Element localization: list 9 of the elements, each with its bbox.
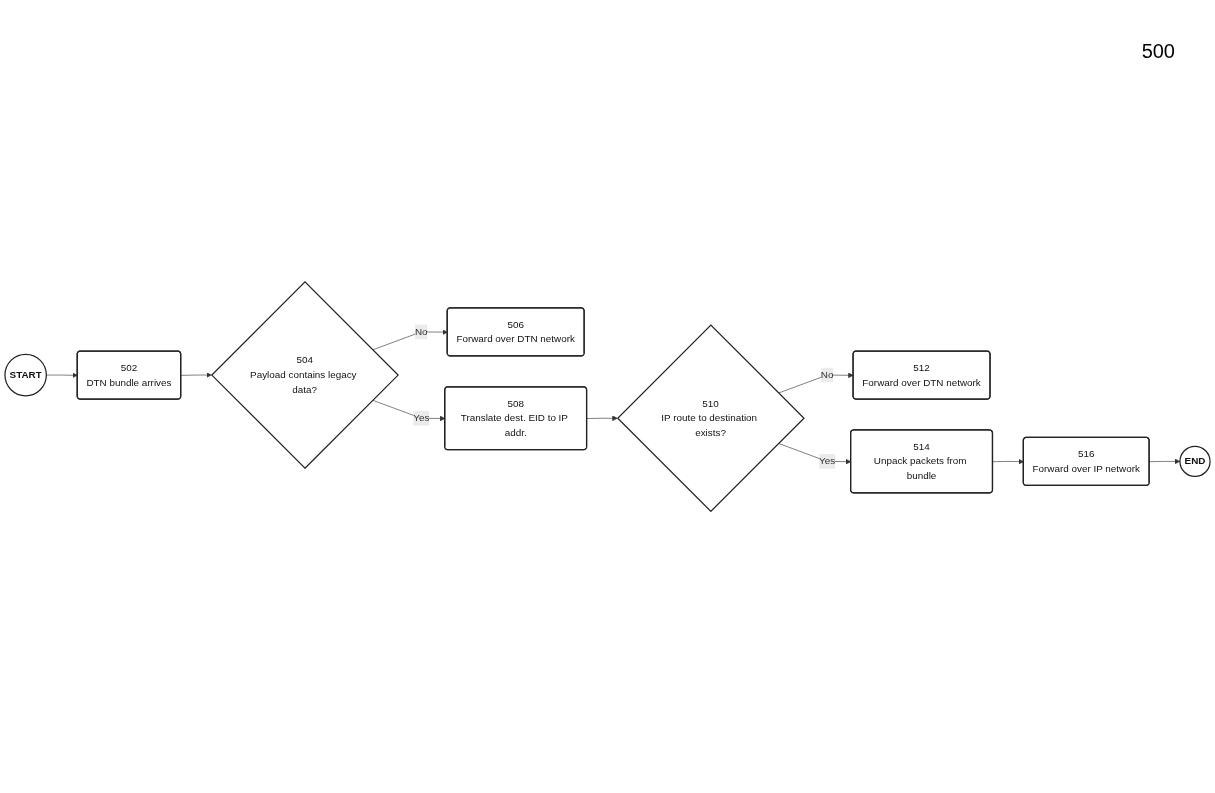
- edge-label: No: [820, 369, 834, 380]
- edge-label: No: [414, 326, 428, 337]
- node-diamond: 510 IP route to destination exists?: [616, 324, 805, 513]
- edge-label: Yes: [413, 412, 430, 424]
- node-circle: START: [4, 353, 47, 397]
- edge-label: Yes: [819, 455, 836, 467]
- node-diamond: 504 Payload contains legacy data?: [211, 280, 399, 469]
- reference-number: 500: [1141, 40, 1175, 62]
- node-circle: END: [1179, 445, 1211, 477]
